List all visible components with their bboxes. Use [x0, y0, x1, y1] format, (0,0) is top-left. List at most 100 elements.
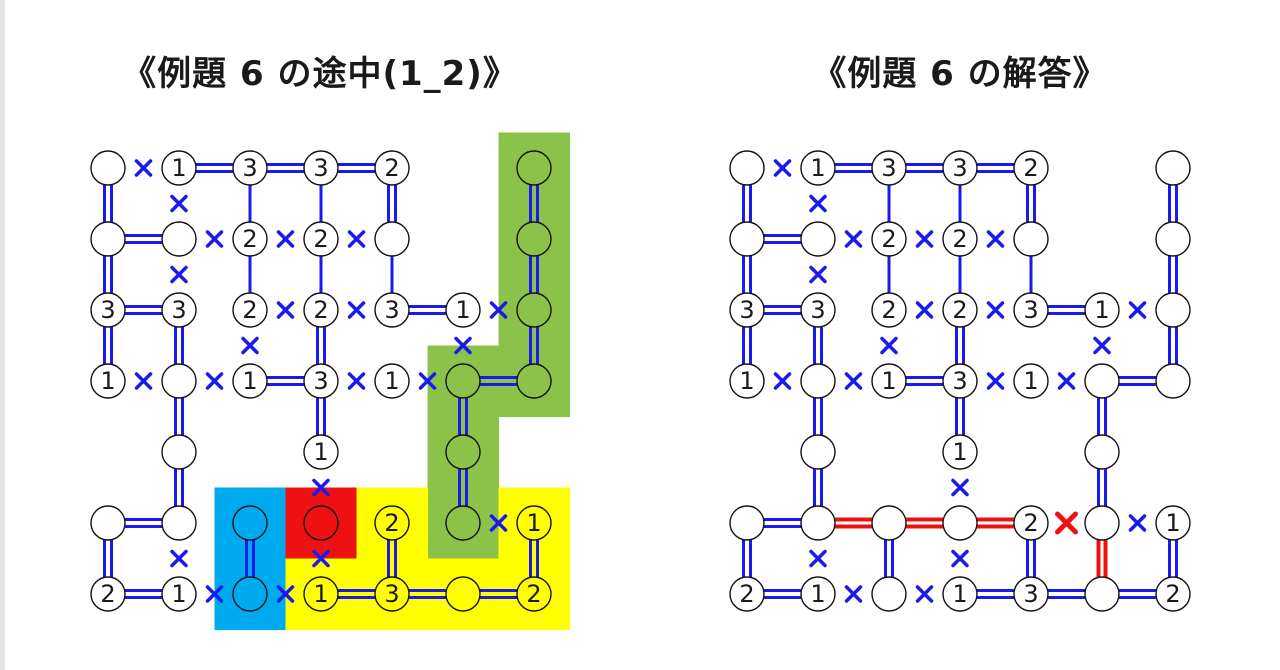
left-island-number: 2 [313, 296, 328, 324]
right-island-node: 3 [871, 150, 907, 186]
left-island-number: 2 [313, 225, 328, 253]
left-island-node [516, 292, 552, 328]
left-island-node: 1 [516, 505, 552, 541]
right-island-number: 3 [952, 154, 967, 182]
right-cross-mark [773, 372, 792, 390]
right-island-node: 2 [1013, 505, 1049, 541]
right-island-node: 1 [729, 363, 765, 399]
right-island-node [1155, 292, 1191, 328]
left-island-node [445, 434, 481, 470]
left-island-number: 2 [242, 225, 257, 253]
left-island-number: 3 [242, 154, 257, 182]
right-island-node [800, 505, 836, 541]
left-island-node: 1 [161, 150, 197, 186]
left-island-node: 3 [232, 150, 268, 186]
right-cross-mark [915, 585, 934, 603]
right-cross-mark [880, 336, 898, 355]
right-island-node: 3 [1013, 576, 1049, 612]
right-island-number: 2 [1023, 154, 1038, 182]
left-island-node [161, 221, 197, 257]
left-island-node: 1 [445, 292, 481, 328]
left-cross-mark [312, 478, 330, 497]
left-highlight-cell [498, 132, 571, 205]
left-island-number: 1 [455, 296, 470, 324]
right-island-number: 1 [739, 367, 754, 395]
left-cross-mark [347, 372, 366, 390]
left-island-number: 3 [384, 580, 399, 608]
right-island-number: 1 [810, 580, 825, 608]
left-island-number: 3 [100, 296, 115, 324]
left-island-node [445, 363, 481, 399]
left-island-number: 2 [100, 580, 115, 608]
left-highlight-cell [498, 487, 571, 560]
left-panel-title: 《例題 6 の途中(1_2)》 [122, 54, 518, 94]
right-island-number: 2 [952, 296, 967, 324]
right-island-number: 1 [952, 580, 967, 608]
right-cross-mark [844, 230, 863, 248]
right-island-node [800, 221, 836, 257]
right-island-node: 2 [871, 221, 907, 257]
right-island-number: 1 [881, 367, 896, 395]
left-cross-mark [205, 585, 224, 603]
left-cross-mark [205, 230, 224, 248]
right-island-node: 3 [1013, 292, 1049, 328]
right-island-node: 1 [1155, 505, 1191, 541]
right-island-number: 2 [952, 225, 967, 253]
left-island-node [374, 221, 410, 257]
right-cross-mark [986, 372, 1005, 390]
left-island-node [161, 505, 197, 541]
right-island-node: 1 [800, 150, 836, 186]
right-island-number: 2 [1165, 580, 1180, 608]
right-island-number: 2 [881, 296, 896, 324]
left-island-number: 2 [384, 509, 399, 537]
left-island-number: 2 [384, 154, 399, 182]
left-island-node [232, 576, 268, 612]
left-highlight-cell [356, 487, 429, 560]
right-island-node: 1 [871, 363, 907, 399]
right-cross-mark [1128, 301, 1147, 319]
left-island-node [303, 505, 339, 541]
right-island-node [729, 221, 765, 257]
left-island-node [90, 150, 126, 186]
left-island-number: 3 [171, 296, 186, 324]
right-island-node: 2 [871, 292, 907, 328]
left-island-node [516, 363, 552, 399]
right-island-node: 1 [800, 576, 836, 612]
right-island-number: 3 [739, 296, 754, 324]
right-island-node [1155, 150, 1191, 186]
left-island-number: 1 [171, 154, 186, 182]
right-island-node [1084, 434, 1120, 470]
right-island-node: 3 [942, 363, 978, 399]
left-cross-mark [241, 336, 259, 355]
left-island-node: 2 [90, 576, 126, 612]
right-island-number: 1 [952, 438, 967, 466]
right-island-number: 2 [739, 580, 754, 608]
right-island-number: 1 [1023, 367, 1038, 395]
left-island-node: 3 [374, 292, 410, 328]
right-cross-mark [951, 549, 969, 568]
left-cross-mark [276, 230, 295, 248]
right-island-node: 2 [942, 221, 978, 257]
right-cross-mark [951, 478, 969, 497]
left-island-node: 1 [90, 363, 126, 399]
left-island-node: 2 [374, 505, 410, 541]
right-cross-mark [809, 265, 827, 284]
right-island-node: 3 [800, 292, 836, 328]
left-highlight-cell [356, 558, 429, 631]
left-highlight-cell [498, 345, 571, 418]
right-island-node: 2 [942, 292, 978, 328]
right-island-node: 3 [729, 292, 765, 328]
right-island-number: 3 [952, 367, 967, 395]
right-cross-mark [1057, 372, 1076, 390]
left-cross-mark [347, 230, 366, 248]
left-island-number: 3 [313, 367, 328, 395]
right-island-number: 2 [881, 225, 896, 253]
right-cross-mark [915, 230, 934, 248]
left-island-number: 1 [313, 438, 328, 466]
left-island-node [516, 221, 552, 257]
left-cross-mark [205, 372, 224, 390]
right-island-node: 1 [942, 576, 978, 612]
right-cross-mark [915, 301, 934, 319]
left-island-number: 1 [171, 580, 186, 608]
